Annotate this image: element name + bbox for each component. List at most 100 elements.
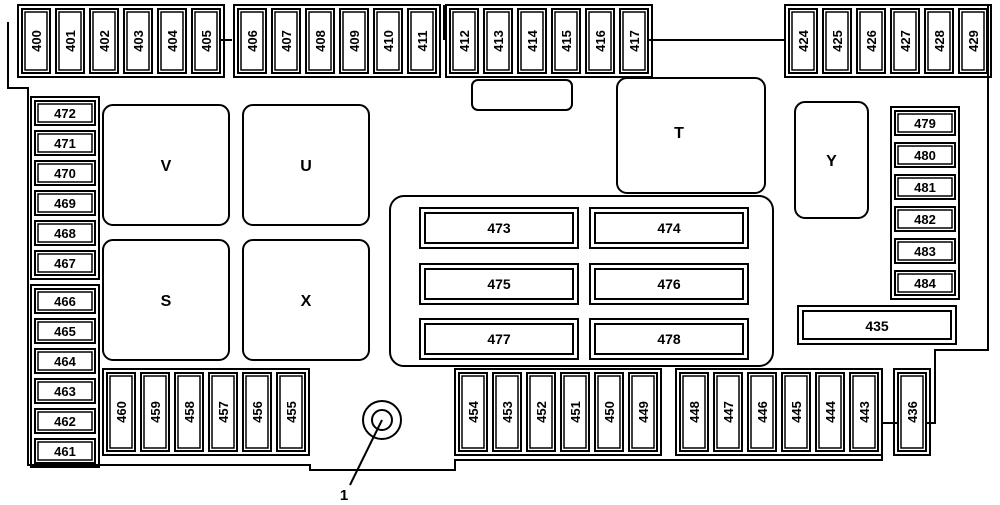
fuse-449 xyxy=(628,372,658,452)
fuse-453 xyxy=(492,372,522,452)
fuse-475 xyxy=(419,263,579,305)
fuse-label-448: 448 xyxy=(687,401,702,423)
fuse-label-453: 453 xyxy=(500,401,515,423)
fuse-label-416: 416 xyxy=(593,30,608,52)
fuse-inner-448 xyxy=(682,375,706,449)
fuse-464 xyxy=(34,348,96,374)
fuse-label-469: 469 xyxy=(54,196,76,211)
fuse-inner-405 xyxy=(194,11,218,71)
fuse-inner-481 xyxy=(897,177,953,197)
fuse-407 xyxy=(271,8,301,74)
fuse-484 xyxy=(894,270,956,296)
fuse-label-478: 478 xyxy=(657,331,681,347)
fuse-483 xyxy=(894,238,956,264)
fuse-456 xyxy=(242,372,272,452)
relay-label-y: Y xyxy=(826,153,837,170)
fuse-468 xyxy=(34,220,96,246)
center-grid-frame xyxy=(389,195,774,367)
fuse-label-455: 455 xyxy=(284,401,299,423)
fuse-inner-427 xyxy=(893,11,917,71)
fuse-414 xyxy=(517,8,547,74)
fuse-label-449: 449 xyxy=(636,401,651,423)
fuse-481 xyxy=(894,174,956,200)
fuse-group-frame xyxy=(890,106,960,300)
fuse-inner-453 xyxy=(495,375,519,449)
fuse-465 xyxy=(34,318,96,344)
fuse-412 xyxy=(449,8,479,74)
fuse-461 xyxy=(34,438,96,464)
fuse-402 xyxy=(89,8,119,74)
fuse-458 xyxy=(174,372,204,452)
fuse-inner-462 xyxy=(37,411,93,431)
fuse-group-frame xyxy=(893,368,931,456)
fuse-428 xyxy=(924,8,954,74)
fuse-inner-436 xyxy=(900,375,924,449)
fuse-inner-444 xyxy=(818,375,842,449)
relay-label-v: V xyxy=(161,158,172,175)
fuse-inner-464 xyxy=(37,351,93,371)
fuse-inner-416 xyxy=(588,11,612,71)
fuse-label-474: 474 xyxy=(657,220,681,236)
fuse-462 xyxy=(34,408,96,434)
fuse-416 xyxy=(585,8,615,74)
fuse-label-481: 481 xyxy=(914,180,936,195)
fuse-group-frame xyxy=(233,4,441,78)
callout-1: 1 xyxy=(340,400,402,504)
fuse-inner-483 xyxy=(897,241,953,261)
fuse-448 xyxy=(679,372,709,452)
fuse-label-470: 470 xyxy=(54,166,76,181)
fuse-inner-476 xyxy=(594,268,744,300)
fuse-406 xyxy=(237,8,267,74)
fuse-group-frame xyxy=(675,368,883,456)
fuse-inner-460 xyxy=(109,375,133,449)
fuse-group-frame xyxy=(454,368,662,456)
fuse-inner-480 xyxy=(897,145,953,165)
fuse-label-459: 459 xyxy=(148,401,163,423)
fuse-inner-463 xyxy=(37,381,93,401)
fuse-label-475: 475 xyxy=(487,276,511,292)
fuse-482 xyxy=(894,206,956,232)
fuse-403 xyxy=(123,8,153,74)
fuse-479 xyxy=(894,110,956,136)
fuse-inner-426 xyxy=(859,11,883,71)
fuse-inner-477 xyxy=(424,323,574,355)
fuse-474 xyxy=(589,207,749,249)
fuse-401 xyxy=(55,8,85,74)
fuse-452 xyxy=(526,372,556,452)
callout-leader xyxy=(349,419,383,486)
fuse-group-frame xyxy=(445,4,653,78)
fuse-480 xyxy=(894,142,956,168)
fuse-451 xyxy=(560,372,590,452)
callout-ring-outer xyxy=(362,400,402,440)
relay-v xyxy=(102,104,230,226)
fuse-inner-459 xyxy=(143,375,167,449)
fuse-inner-400 xyxy=(24,11,48,71)
fuse-group-frame xyxy=(102,368,310,456)
fuse-470 xyxy=(34,160,96,186)
fuse-label-472: 472 xyxy=(54,106,76,121)
fuse-label-451: 451 xyxy=(568,401,583,423)
fuse-label-426: 426 xyxy=(864,30,879,52)
fuse-inner-452 xyxy=(529,375,553,449)
fuse-inner-467 xyxy=(37,253,93,273)
fuse-inner-484 xyxy=(897,273,953,293)
callout-label: 1 xyxy=(340,487,348,504)
fuse-444 xyxy=(815,372,845,452)
fuse-label-473: 473 xyxy=(487,220,511,236)
fuse-400 xyxy=(21,8,51,74)
fuse-label-445: 445 xyxy=(789,401,804,423)
fuse-inner-428 xyxy=(927,11,951,71)
fuse-457 xyxy=(208,372,238,452)
fuse-inner-474 xyxy=(594,212,744,244)
fuse-label-458: 458 xyxy=(182,401,197,423)
fuse-inner-456 xyxy=(245,375,269,449)
fuse-405 xyxy=(191,8,221,74)
fuse-445 xyxy=(781,372,811,452)
fuse-label-484: 484 xyxy=(914,276,936,291)
